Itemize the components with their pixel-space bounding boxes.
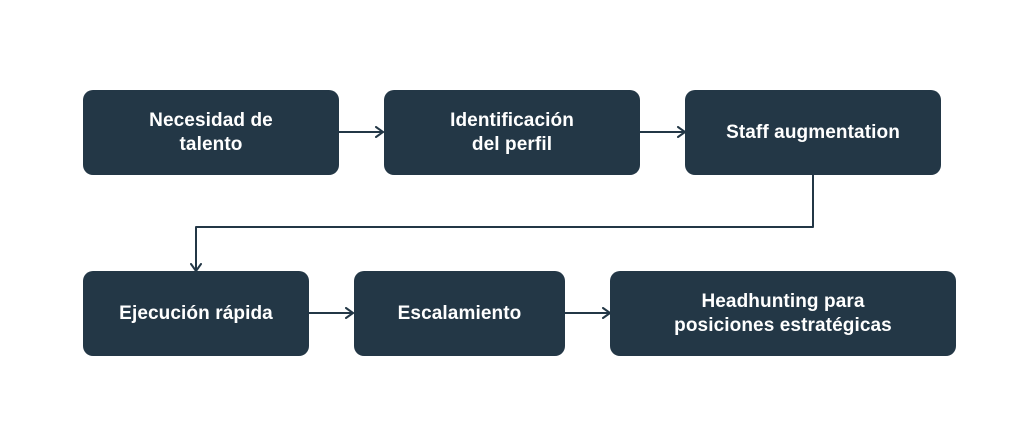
arrow-staff-to-ejecucion	[190, 174, 814, 272]
step-label: Staff augmentation	[726, 121, 900, 143]
step-label: Necesidad de talento	[149, 109, 273, 155]
step-headhunting: Headhunting para posiciones estratégicas	[610, 271, 956, 356]
step-ejecucion-rapida: Ejecución rápida	[83, 271, 309, 356]
step-identificacion-del-perfil: Identificación del perfil	[384, 90, 640, 175]
step-necesidad-de-talento: Necesidad de talento	[83, 90, 339, 175]
step-label: Headhunting para posiciones estratégicas	[674, 290, 892, 336]
step-label: Escalamiento	[397, 302, 522, 324]
step-label: Identificación del perfil	[450, 109, 574, 155]
step-escalamiento: Escalamiento	[354, 271, 565, 356]
step-label: Ejecución rápida	[119, 302, 273, 324]
step-staff-augmentation: Staff augmentation	[685, 90, 941, 175]
